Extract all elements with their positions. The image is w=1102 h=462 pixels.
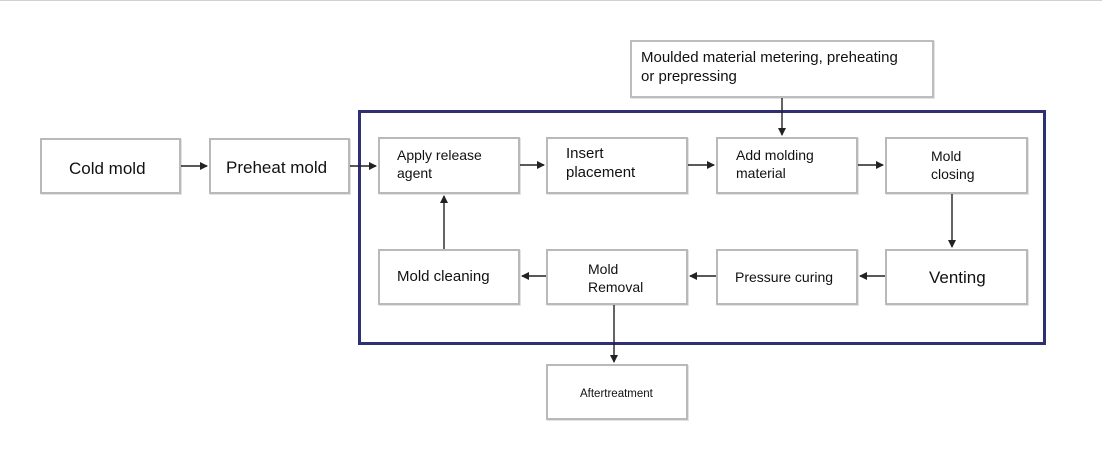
node-insert-placement: Insert placement <box>546 137 688 194</box>
node-material-metering-label: Moulded material metering, preheating or… <box>641 49 898 85</box>
process-cycle-frame <box>358 110 1046 345</box>
node-cold-mold-label: Cold mold <box>69 159 146 178</box>
node-mold-closing: Mold closing <box>885 137 1028 194</box>
node-mold-removal: Mold Removal <box>546 249 688 305</box>
node-cold-mold: Cold mold <box>40 138 181 194</box>
node-insert-placement-label: Insert placement <box>566 145 636 181</box>
node-aftertreatment-label: Aftertreatment <box>580 388 653 400</box>
node-venting: Venting <box>885 249 1028 305</box>
node-mold-cleaning: Mold cleaning <box>378 249 520 305</box>
node-mold-removal-label: Mold Removal <box>588 261 644 295</box>
node-mold-closing-label: Mold closing <box>931 148 975 182</box>
node-preheat-mold: Preheat mold <box>209 138 350 194</box>
node-material-metering: Moulded material metering, preheating or… <box>630 40 934 98</box>
node-preheat-mold-label: Preheat mold <box>226 158 328 177</box>
node-add-molding-material: Add molding material <box>716 137 858 194</box>
node-venting-label: Venting <box>929 268 986 287</box>
node-mold-cleaning-label: Mold cleaning <box>397 268 490 285</box>
node-apply-release-agent-label: Apply release agent <box>397 147 482 181</box>
node-apply-release-agent: Apply release agent <box>378 137 520 194</box>
node-aftertreatment: Aftertreatment <box>546 364 688 420</box>
top-divider <box>0 0 1102 1</box>
node-pressure-curing: Pressure curing <box>716 249 858 305</box>
node-add-molding-material-label: Add molding material <box>736 147 814 181</box>
node-pressure-curing-label: Pressure curing <box>735 269 834 285</box>
